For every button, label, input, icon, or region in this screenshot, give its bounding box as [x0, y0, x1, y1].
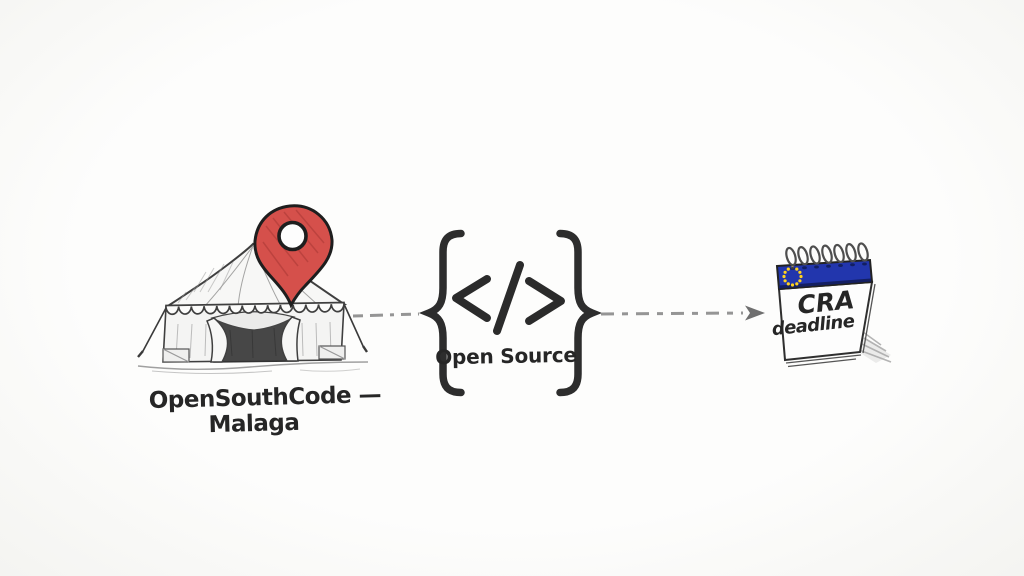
tent-ropes: [137, 303, 368, 358]
calendar-spiral-rings: [785, 242, 869, 267]
spiral-calendar-icon: CRA deadline: [771, 242, 892, 368]
tent-entrance-shading: [229, 325, 277, 359]
tent-roof-hatching: [177, 261, 234, 304]
tent-icon: [137, 242, 369, 374]
calendar-header-shade: [778, 278, 872, 289]
tent-crates: [162, 345, 346, 363]
arrowhead: [745, 305, 765, 321]
location-pin-icon: [253, 204, 334, 309]
dashed-arrow-icon: [600, 305, 765, 321]
code-open-bracket: [452, 275, 491, 322]
tent-curtain-right: [280, 316, 301, 362]
pin-hole: [277, 220, 308, 252]
code-slash: [493, 261, 524, 335]
calendar-ring-holes: [790, 262, 867, 270]
left-brace-icon: [418, 229, 465, 397]
dashed-connector-right: [600, 311, 744, 316]
curly-braces-icon: [418, 229, 603, 397]
tent-curtain-left: [206, 317, 229, 363]
dashed-connector-left: [352, 312, 420, 318]
open-source-label: Open Source: [435, 343, 577, 369]
ground-line: [137, 361, 369, 374]
calendar-label-line1: CRA: [796, 285, 856, 320]
venue-label-line1: OpenSouthCode —: [148, 382, 381, 414]
eu-stars-icon: [782, 266, 803, 287]
calendar-page-stack: [785, 283, 876, 368]
right-brace-icon: [556, 229, 603, 397]
venue-label-line2: Malaga: [208, 410, 299, 438]
code-tag-icon: [452, 261, 565, 335]
tent-valance: [165, 301, 345, 316]
code-close-bracket: [525, 277, 565, 325]
